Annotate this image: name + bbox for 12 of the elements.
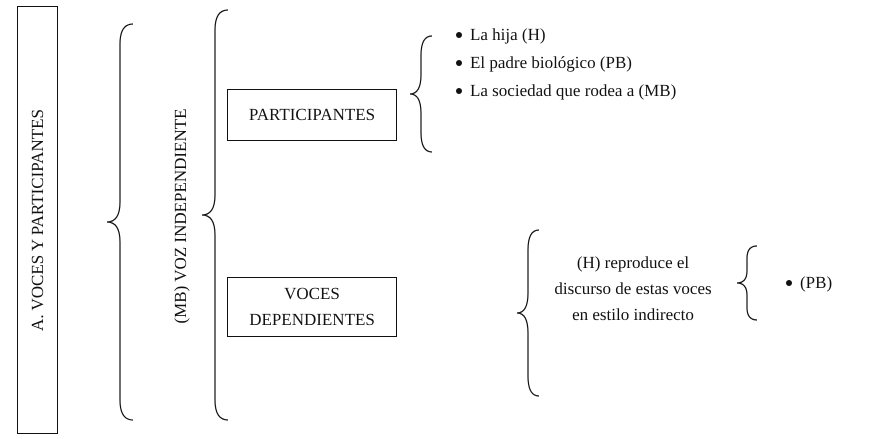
- list-item: (PB): [800, 272, 832, 294]
- process-box: [227, 277, 397, 337]
- box-label: VOCES DEPENDIENTES: [248, 283, 376, 331]
- text-label: (H) reproduce el discurso de estas voces en estilo indirecto: [553, 252, 713, 326]
- box-label: PARTICIPANTES: [248, 104, 376, 126]
- list-item: El padre biológico (PB): [470, 52, 632, 74]
- text-label: (MB) VOZ INDEPENDIENTE: [171, 108, 191, 324]
- list-item: La hija (H): [470, 24, 546, 46]
- box-label: A. VOCES Y PARTICIPANTES: [28, 109, 48, 331]
- process-box: [227, 89, 397, 141]
- process-box: [17, 6, 58, 434]
- list-item: La sociedad que rodea a (MB): [470, 80, 676, 102]
